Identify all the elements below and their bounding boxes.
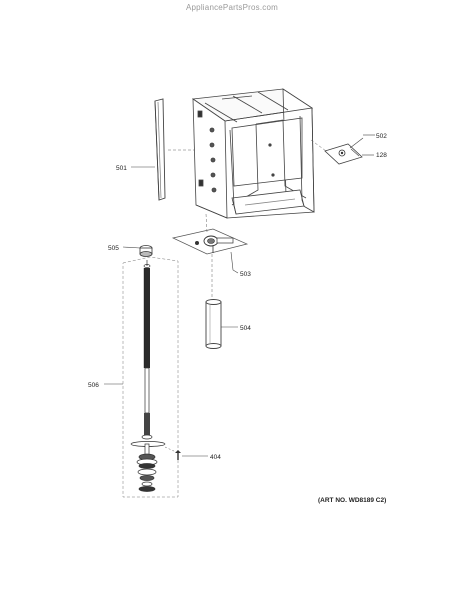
callout-501: 501 [116,165,127,172]
assembly-outline-506 [122,256,179,498]
watermark-text: AppliancePartsPros.com [186,3,278,12]
part-503-pump-plate[interactable] [171,228,249,255]
callout-404: 404 [210,454,221,461]
part-501-gasket[interactable] [154,98,166,201]
bottom-stack[interactable] [130,434,166,492]
tub-assembly[interactable] [191,88,315,219]
leader-dash-502 [310,139,327,152]
part-505-cap[interactable] [139,245,153,257]
art-number-label: (ART NO. WD8189 C2) [318,497,387,504]
callout-leaders [104,134,375,457]
callout-502: 502 [376,133,387,140]
callout-506: 506 [88,382,99,389]
part-502-bracket[interactable] [324,143,363,165]
leader-dash-tub-pump [205,213,208,233]
part-506-threaded-rod[interactable] [143,260,151,435]
part-504-cylinder[interactable] [205,299,222,349]
callout-504: 504 [240,325,251,332]
leader-dash-404 [164,446,177,453]
callout-128: 128 [376,152,387,159]
part-404-screw[interactable] [175,450,181,460]
callout-503: 503 [240,271,251,278]
callout-505: 505 [108,245,119,252]
